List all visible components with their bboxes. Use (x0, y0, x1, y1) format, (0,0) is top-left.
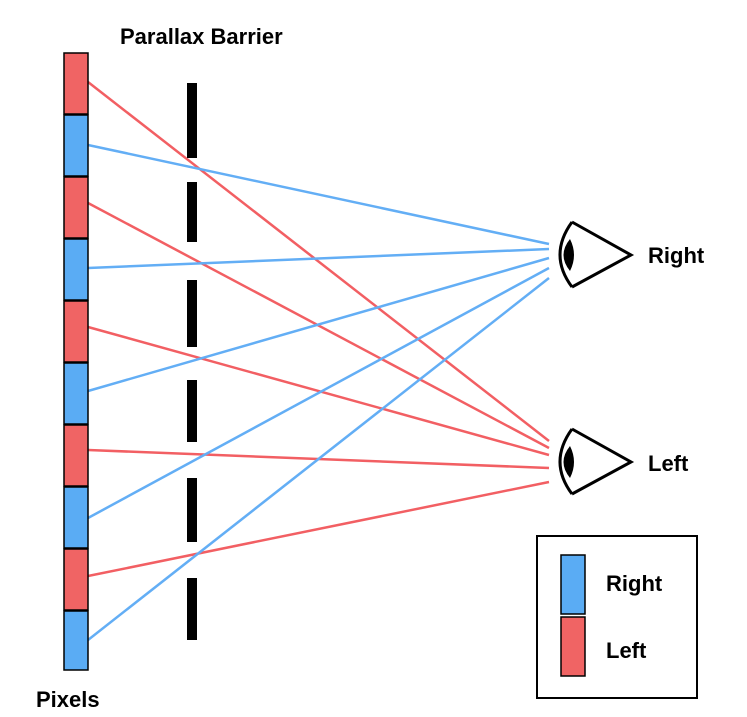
legend-label-right: Right (606, 571, 663, 596)
ray-right-2 (87, 247, 550, 270)
ray-right-3 (87, 256, 550, 393)
legend: Right Left (536, 535, 698, 699)
ray-left-5 (87, 480, 550, 578)
barrier-segment (187, 182, 197, 242)
light-rays (87, 81, 550, 641)
parallax-barrier (187, 83, 197, 640)
pixel-left (63, 424, 89, 487)
legend-swatch-left (560, 616, 586, 677)
barrier-segment (187, 380, 197, 442)
ray-right-4 (87, 266, 550, 520)
barrier-segment (187, 280, 197, 347)
pixel-left (63, 176, 89, 239)
pixels-label: Pixels (36, 687, 100, 712)
pixel-right (63, 238, 89, 301)
pixel-right (63, 114, 89, 177)
legend-swatch-right (560, 554, 586, 615)
eye-label-left: Left (648, 451, 689, 476)
pixel-right (63, 486, 89, 549)
barrier-segment (187, 478, 197, 542)
eye-label-right: Right (648, 243, 705, 268)
ray-right-5 (87, 277, 550, 641)
eye-icon (558, 427, 635, 496)
legend-label-left: Left (606, 638, 647, 663)
eye-icon (558, 220, 635, 289)
pixel-left (63, 548, 89, 611)
barrier-segment (187, 578, 197, 640)
barrier-segment (187, 83, 197, 158)
ray-left-1 (87, 81, 550, 442)
ray-right-1 (87, 143, 550, 246)
pixel-right (63, 610, 89, 671)
pixel-left (63, 52, 89, 115)
pixel-right (63, 362, 89, 425)
barrier-title: Parallax Barrier (120, 24, 283, 49)
ray-left-3 (87, 325, 550, 457)
pixel-column (63, 52, 89, 671)
pixel-left (63, 300, 89, 363)
